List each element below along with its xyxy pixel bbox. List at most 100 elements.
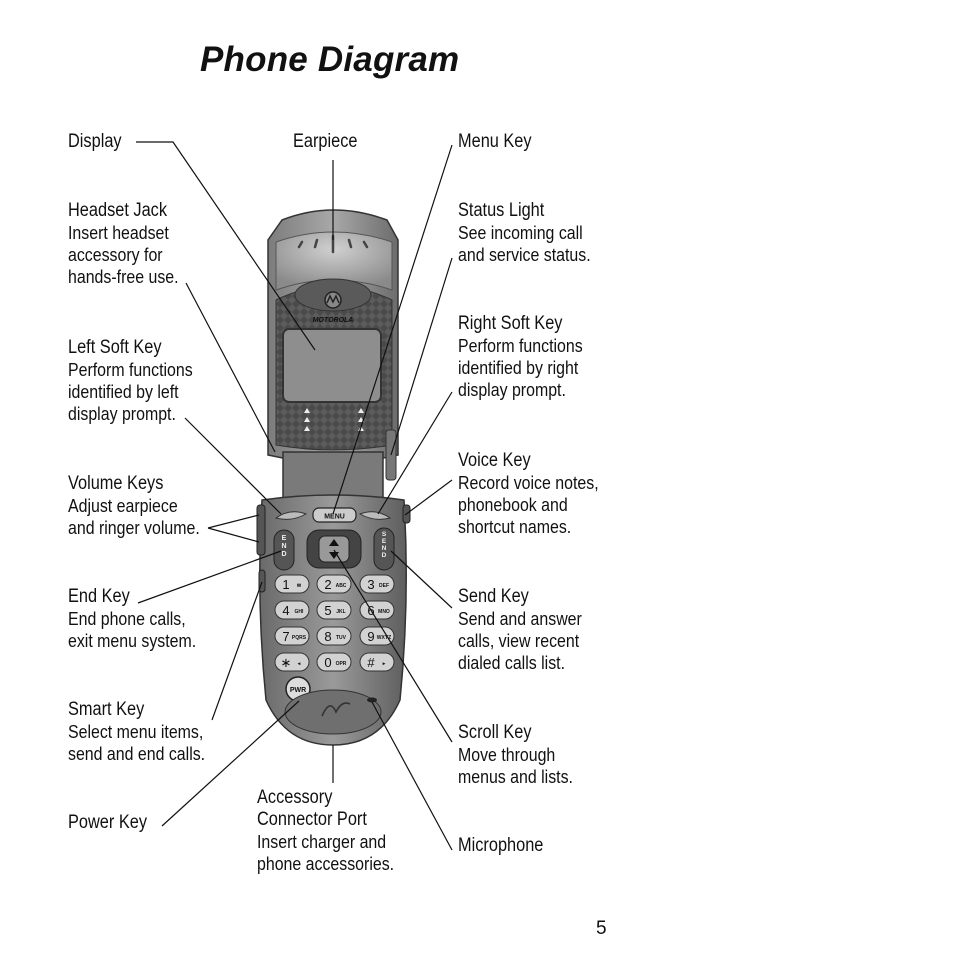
keypad-key-letters: MNO (378, 609, 390, 615)
keypad-key-letters: OPR (336, 661, 347, 667)
label-line: and ringer volume. (68, 517, 200, 538)
logo-swoosh-icon (321, 702, 351, 717)
page-title: Phone Diagram (200, 40, 460, 79)
keypad-key-letters: ◂ (297, 661, 301, 667)
label-volume-keys: Volume Keys Adjust earpiece and ringer v… (68, 473, 200, 539)
display-arrow-icons (304, 408, 364, 431)
keypad-key-digit: 1 (282, 577, 289, 592)
label-line: calls, view recent (458, 630, 580, 651)
label-smart-key: Smart Key Select menu items, send and en… (68, 699, 205, 765)
keypad-key-letters: ✉ (297, 583, 301, 589)
keypad-key-letters: TUV (336, 635, 347, 641)
label-power-key: Power Key (68, 812, 147, 834)
label-accessory-port-heading: Accessory (257, 787, 333, 808)
keypad-key[interactable]: #▸ (359, 652, 395, 672)
volume-keys[interactable] (256, 504, 266, 556)
keypad-key[interactable]: 4 GHI (274, 600, 310, 620)
label-display-heading: Display (68, 131, 122, 152)
keypad-key-letters: WXYZ (377, 635, 391, 641)
label-microphone-heading: Microphone (458, 835, 544, 856)
label-send-key-heading: Send Key (458, 586, 529, 607)
keypad-key-digit: 8 (324, 629, 331, 644)
label-menu-key: Menu Key (458, 131, 532, 153)
label-earpiece: Earpiece (293, 131, 358, 153)
keypad-key-digit: 4 (282, 603, 289, 618)
keypad-key[interactable]: 0 OPR (316, 652, 352, 672)
label-voice-key: Voice Key Record voice notes, phonebook … (458, 450, 599, 538)
left-soft-key[interactable] (274, 511, 308, 520)
label-status-light: Status Light See incoming call and servi… (458, 200, 591, 266)
label-line: Perform functions (68, 359, 193, 380)
label-line: accessory for (68, 244, 163, 265)
label-left-soft-key: Left Soft Key Perform functions identifi… (68, 337, 193, 425)
label-line: Send and answer (458, 608, 582, 629)
scroll-key[interactable] (306, 529, 362, 569)
label-line: identified by left (68, 381, 179, 402)
keypad-key-letters: DEF (379, 583, 389, 589)
label-line: and service status. (458, 244, 591, 265)
keypad-key-digit: # (367, 655, 375, 670)
menu-key-label: MENU (324, 514, 345, 521)
keypad-key-digit: 0 (324, 655, 331, 670)
label-line: send and end calls. (68, 743, 206, 764)
label-left-soft-key-heading: Left Soft Key (68, 337, 162, 358)
motorola-logo-icon (324, 291, 342, 309)
keypad-key[interactable]: 8 TUV (316, 626, 352, 646)
label-power-key-heading: Power Key (68, 812, 148, 833)
label-menu-key-heading: Menu Key (458, 131, 532, 152)
keypad-key-digit: 7 (282, 629, 289, 644)
label-accessory-port-heading-2: Connector Port (257, 809, 367, 830)
power-key-label: PWR (290, 687, 306, 694)
label-line: phonebook and (458, 494, 568, 515)
label-line: identified by right (458, 357, 579, 378)
keypad-key-digit: 2 (324, 577, 331, 592)
keypad-key[interactable]: ∗◂ (274, 652, 310, 672)
label-line: exit menu system. (68, 630, 197, 651)
brand-label: MOTOROLA (313, 317, 354, 324)
label-line: Select menu items, (68, 721, 204, 742)
label-line: display prompt. (68, 403, 176, 424)
label-line: See incoming call (458, 222, 583, 243)
label-line: hands-free use. (68, 266, 179, 287)
keypad-key[interactable]: 1✉ (274, 574, 310, 594)
menu-key[interactable]: MENU (312, 507, 357, 523)
keypad-key-letters: ABC (336, 583, 347, 589)
keypad-key-letters: GHI (295, 609, 305, 615)
label-send-key: Send Key Send and answer calls, view rec… (458, 586, 582, 674)
label-line: Adjust earpiece (68, 495, 178, 516)
label-line: shortcut names. (458, 516, 572, 537)
keypad-key-digit: 9 (367, 629, 374, 644)
keypad-key-letters: JKL (336, 609, 345, 615)
label-line: Move through (458, 744, 556, 765)
scroll-up-icon (329, 539, 339, 546)
label-earpiece-heading: Earpiece (293, 131, 358, 152)
label-accessory-port: Accessory Connector Port Insert charger … (257, 787, 394, 875)
page-number: 5 (596, 918, 607, 939)
right-soft-key[interactable] (358, 511, 392, 520)
label-line: phone accessories. (257, 853, 395, 874)
label-headset-jack-heading: Headset Jack (68, 200, 168, 221)
keypad-key[interactable]: 2 ABC (316, 574, 352, 594)
keypad-key-letters: ▸ (382, 661, 386, 667)
label-line: dialed calls list. (458, 652, 566, 673)
label-line: Insert headset (68, 222, 169, 243)
label-scroll-key-heading: Scroll Key (458, 722, 532, 743)
label-end-key-heading: End Key (68, 586, 130, 607)
microphone-icon (367, 697, 377, 703)
label-right-soft-key-heading: Right Soft Key (458, 313, 563, 334)
label-line: menus and lists. (458, 766, 573, 787)
label-line: display prompt. (458, 379, 566, 400)
keypad-key-letters: PQRS (292, 635, 307, 641)
label-smart-key-heading: Smart Key (68, 699, 145, 720)
label-line: Perform functions (458, 335, 583, 356)
